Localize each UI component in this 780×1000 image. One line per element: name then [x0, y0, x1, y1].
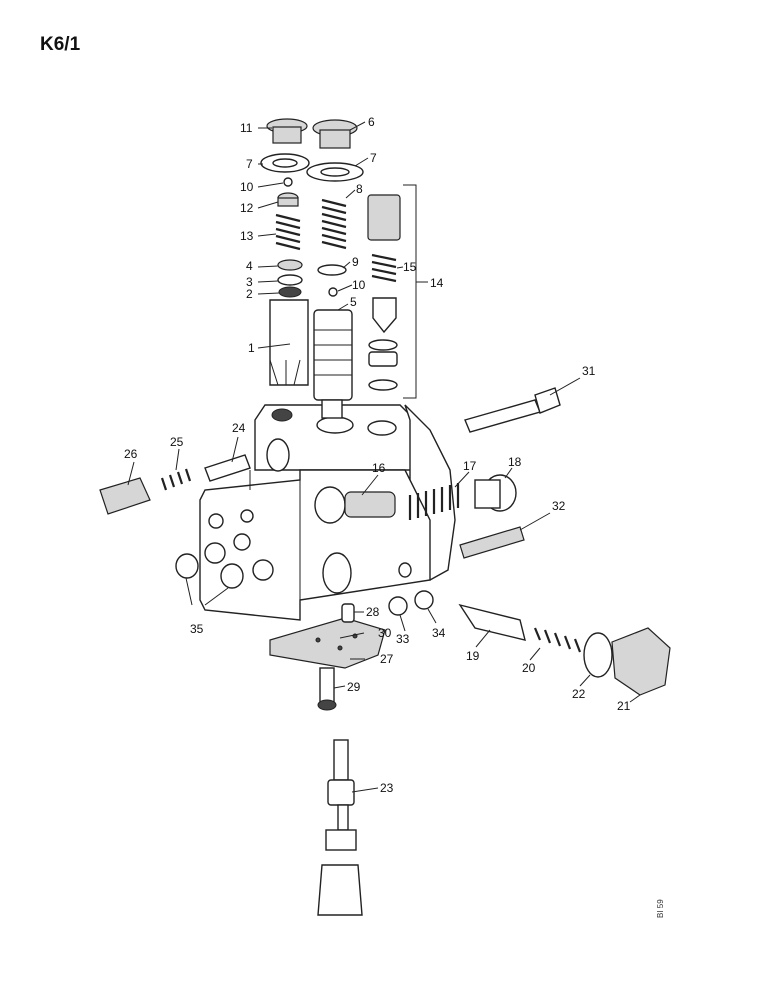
callout-9: 9: [352, 255, 359, 269]
callout-29: 29: [347, 680, 361, 694]
callout-4: 4: [246, 259, 253, 273]
callout-20: 20: [522, 661, 536, 675]
callout-10-upper: 10: [240, 180, 254, 194]
callout-7-left: 7: [246, 157, 253, 171]
callout-31: 31: [582, 364, 596, 378]
middle-stack-parts: [306, 119, 364, 419]
callout-8: 8: [356, 182, 363, 196]
callout-14: 14: [430, 276, 444, 290]
callout-16: 16: [372, 461, 386, 475]
callout-33: 33: [396, 632, 410, 646]
callout-15: 15: [403, 260, 417, 274]
leader-lines: [127, 121, 641, 793]
spool-23: [317, 739, 363, 916]
callout-7-right: 7: [370, 151, 377, 165]
callout-3: 3: [246, 275, 253, 289]
right-side-parts: [344, 387, 671, 696]
callout-11: 11: [240, 121, 253, 135]
callout-1: 1: [248, 341, 255, 355]
callout-18: 18: [508, 455, 522, 469]
callout-19: 19: [466, 649, 480, 663]
callout-24: 24: [232, 421, 246, 435]
callout-17: 17: [463, 459, 477, 473]
page-title: K6/1: [40, 34, 81, 55]
callout-labels: 1 2 3 4 5 6 7 7 8 9 10 10 11 12 13 14 15…: [124, 115, 631, 795]
left-side-parts: [99, 454, 337, 711]
callout-5: 5: [350, 295, 357, 309]
callout-25: 25: [170, 435, 184, 449]
callout-30: 30: [378, 626, 392, 640]
callout-21: 21: [617, 699, 631, 713]
callout-2: 2: [246, 287, 253, 301]
callout-13: 13: [240, 229, 254, 243]
kit-14-parts: [367, 184, 428, 399]
callout-6: 6: [368, 115, 375, 129]
valve-body: [199, 404, 456, 669]
callout-23: 23: [380, 781, 394, 795]
callout-34: 34: [432, 626, 446, 640]
callout-28: 28: [366, 605, 380, 619]
callout-35: 35: [190, 622, 204, 636]
callout-10-lower: 10: [352, 278, 366, 292]
callout-22: 22: [572, 687, 586, 701]
callout-12: 12: [240, 201, 254, 215]
left-stack-parts: [260, 118, 310, 386]
callout-26: 26: [124, 447, 138, 461]
callout-32: 32: [552, 499, 566, 513]
callout-27: 27: [380, 652, 394, 666]
